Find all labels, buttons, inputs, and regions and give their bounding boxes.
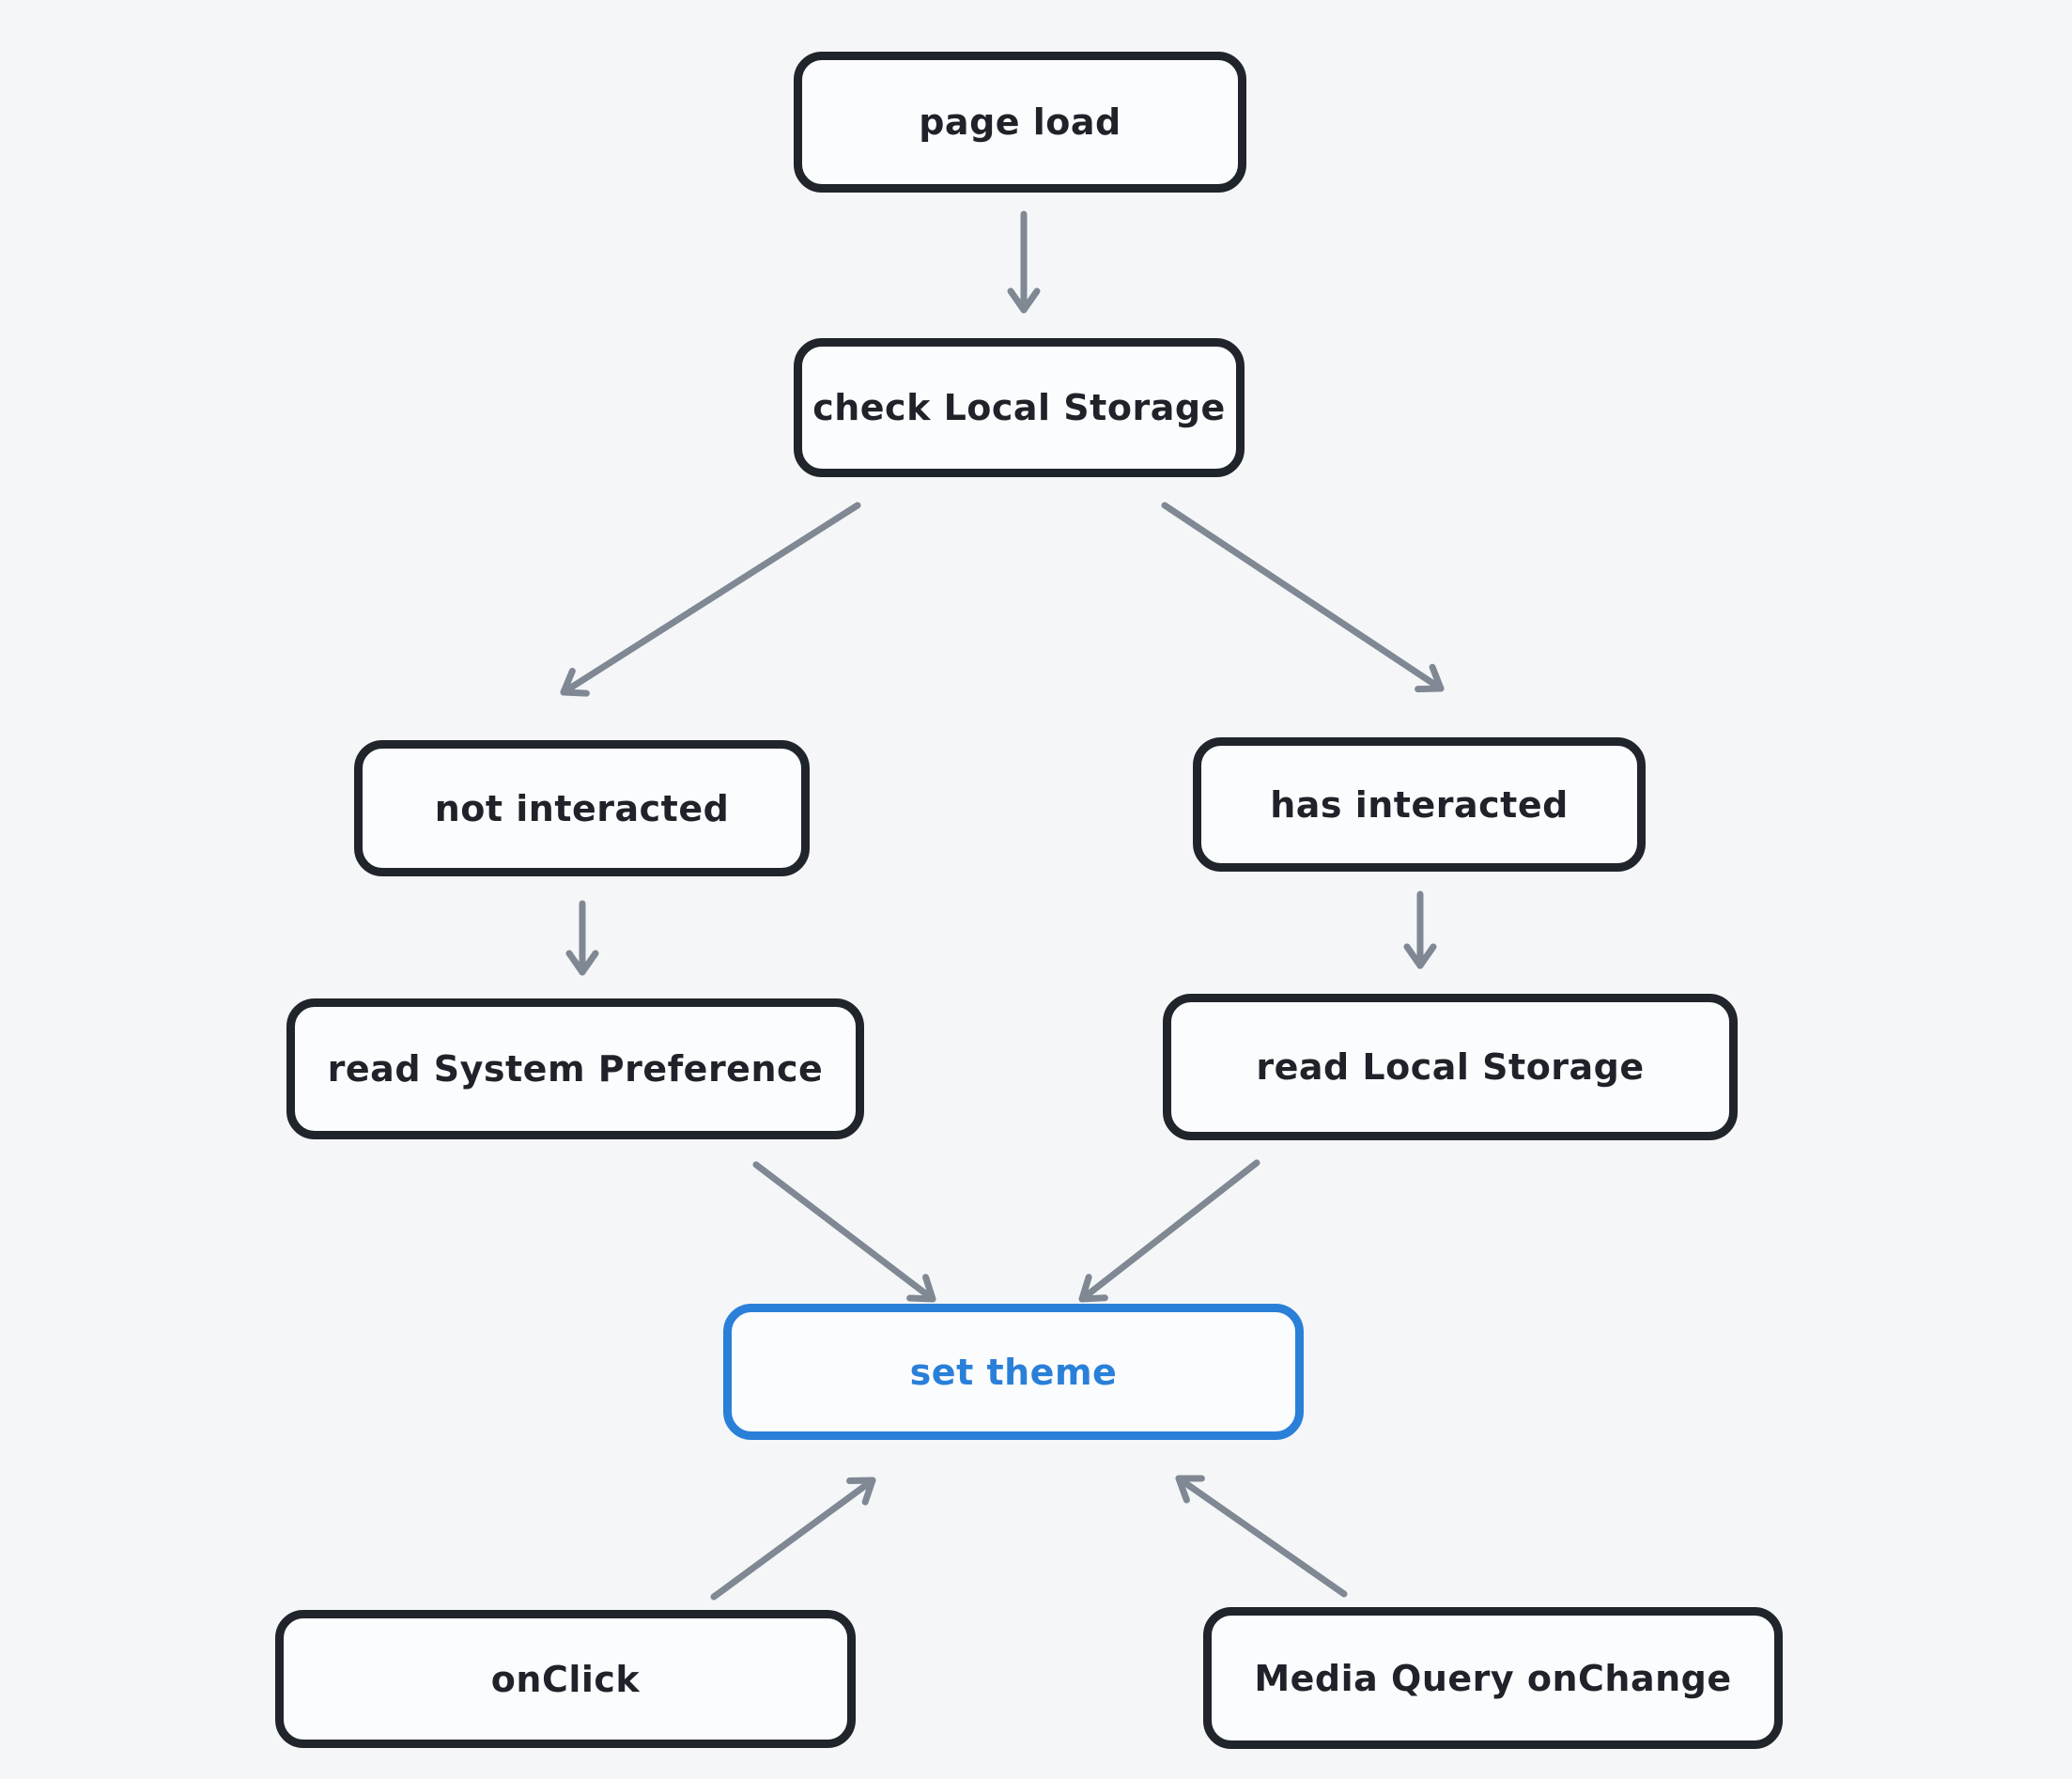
node-set-theme[interactable]: set theme [723, 1304, 1304, 1440]
arrow-onclick-to-set-theme[interactable] [710, 1477, 876, 1601]
arrow-read-local-storage-to-set-theme[interactable] [1078, 1159, 1260, 1303]
node-not-interacted[interactable]: not interacted [354, 740, 810, 876]
node-read-system-preference-label: read System Preference [327, 1048, 824, 1090]
arrow-check-local-storage-to-not-interacted[interactable] [560, 502, 861, 697]
node-has-interacted[interactable]: has interacted [1193, 737, 1646, 872]
node-read-system-preference[interactable]: read System Preference [286, 998, 864, 1139]
node-onclick-label: onClick [490, 1658, 641, 1700]
arrow-check-local-storage-to-has-interacted[interactable] [1161, 502, 1445, 693]
node-page-load[interactable]: page load [794, 52, 1246, 193]
node-check-local-storage-label: check Local Storage [812, 387, 1226, 428]
node-read-local-storage[interactable]: read Local Storage [1163, 994, 1738, 1140]
node-media-query-onchange[interactable]: Media Query onChange [1203, 1607, 1783, 1749]
node-has-interacted-label: has interacted [1270, 783, 1569, 826]
node-not-interacted-label: not interacted [434, 787, 730, 829]
node-media-query-onchange-label: Media Query onChange [1254, 1657, 1732, 1699]
node-set-theme-label: set theme [909, 1351, 1118, 1393]
arrow-read-system-preference-to-set-theme[interactable] [752, 1161, 936, 1303]
node-check-local-storage[interactable]: check Local Storage [794, 338, 1245, 477]
node-page-load-label: page load [919, 101, 1121, 143]
arrow-media-query-onchange-to-set-theme[interactable] [1175, 1475, 1348, 1598]
node-read-local-storage-label: read Local Storage [1256, 1046, 1645, 1088]
node-onclick[interactable]: onClick [275, 1610, 856, 1748]
